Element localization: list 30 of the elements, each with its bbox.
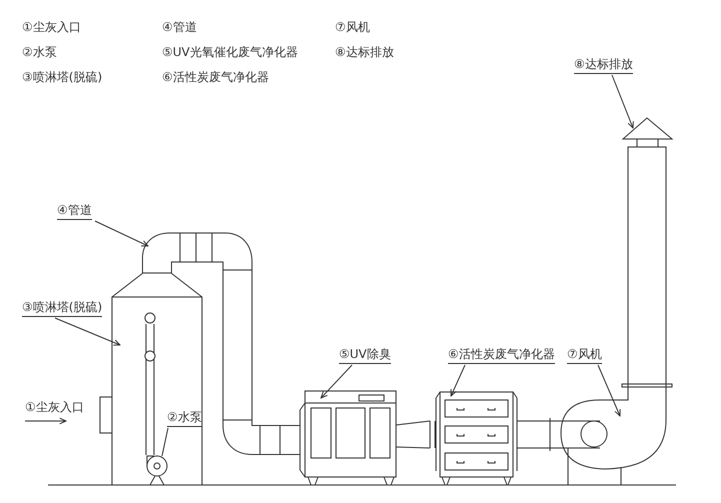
leader-line xyxy=(612,74,634,128)
tower-drawing xyxy=(100,272,202,486)
legend-item: ②水泵 xyxy=(22,45,57,60)
duct-drawing xyxy=(142,232,300,456)
legend-item: ⑧达标排放 xyxy=(335,45,394,60)
exhaust-stack-drawing xyxy=(622,118,672,388)
legend-item: ⑦风机 xyxy=(335,20,370,35)
leader-line xyxy=(320,364,352,398)
leader-line xyxy=(54,318,120,346)
pump-drawing xyxy=(144,312,168,486)
legend-item: ⑥活性炭废气净化器 xyxy=(162,70,269,85)
callout-label: ②水泵 xyxy=(167,410,202,427)
legend-item: ⑤UV光氧催化废气净化器 xyxy=(162,45,298,60)
leader-line xyxy=(94,220,148,246)
fan-drawing xyxy=(516,384,666,486)
callout-label: ⑦风机 xyxy=(567,347,602,364)
uv-purifier-drawing xyxy=(300,390,436,486)
legend-item: ①尘灰入口 xyxy=(22,20,81,35)
callout-label: ⑤UV除臭 xyxy=(339,347,391,364)
carbon-filter-drawing xyxy=(436,392,518,486)
legend-item: ④管道 xyxy=(162,20,197,35)
callout-label: ⑧达标排放 xyxy=(574,57,633,74)
callout-label: ③喷淋塔(脱硫) xyxy=(22,300,102,317)
leader-line xyxy=(450,364,466,396)
inlet-label: ①尘灰入口 xyxy=(25,400,84,415)
callout-label: ⑥活性炭废气净化器 xyxy=(448,347,555,364)
leader-line xyxy=(162,428,168,456)
legend-item: ③喷淋塔(脱硫) xyxy=(22,70,102,85)
callout-label: ④管道 xyxy=(57,203,92,220)
leader-line xyxy=(598,364,621,416)
